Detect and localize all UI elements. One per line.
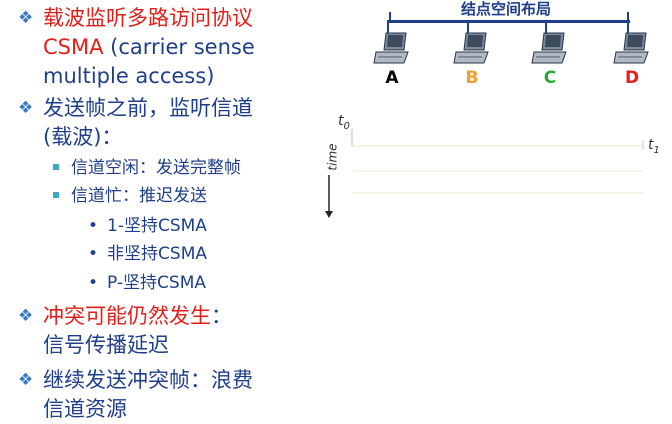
bullet-collision-line2: 信号传播延迟 xyxy=(43,333,169,357)
bullet-waste-line1: 继续发送冲突帧：浪费 xyxy=(43,368,253,392)
time-arrow-head xyxy=(325,211,333,218)
subsub-non-persistent: • 非坚持CSMA xyxy=(88,243,207,265)
node-c: C xyxy=(530,30,570,88)
timeline-graphics xyxy=(325,129,644,218)
dot-bullet-icon: • xyxy=(88,273,99,293)
computer-icon xyxy=(613,32,649,64)
bullet-collision-highlight: 冲突可能仍然发生 xyxy=(43,304,211,328)
bullet-listen: ❖ 发送帧之前，监听信道 (载波)： xyxy=(18,94,253,152)
t0-label: t0 xyxy=(338,113,350,132)
sub-bullet-busy-text: 信道忙：推迟发送 xyxy=(71,186,207,206)
bullet-collision-colon: ： xyxy=(211,304,232,328)
node-c-label: C xyxy=(543,68,557,88)
t1-label: t1 xyxy=(648,137,660,156)
node-d: D xyxy=(612,30,652,88)
square-bullet-icon xyxy=(53,192,59,198)
bus-line xyxy=(387,20,630,23)
bullet-csma-line2: CSMA (carrier sense xyxy=(18,33,255,62)
bullet-csma-line1: 载波监听多路访问协议 xyxy=(43,6,253,30)
subsub-non-persistent-text: 非坚持CSMA xyxy=(107,244,207,264)
node-a-label: A xyxy=(385,68,399,88)
bullet-collision-line1: 冲突可能仍然发生： xyxy=(18,302,232,331)
bullet-waste-line2: 信道资源 xyxy=(43,397,127,421)
subsub-p-persistent: • P-坚持CSMA xyxy=(88,272,206,294)
diagram-title: 结点空间布局 xyxy=(460,0,551,18)
diamond-bullet-icon: ❖ xyxy=(18,8,34,28)
t0-subscript: 0 xyxy=(343,120,350,132)
sub-bullet-busy: 信道忙：推迟发送 xyxy=(53,185,207,207)
subsub-1-persistent-text: 1-坚持CSMA xyxy=(107,216,207,236)
computer-icon xyxy=(531,32,567,64)
csma-expansion-part1: (carrier sense xyxy=(103,35,255,59)
spacetime-diagram: 结点空间布局 A B C xyxy=(325,0,672,416)
bullet-listen-line1: 发送帧之前，监听信道 xyxy=(43,96,253,120)
t1-subscript: 1 xyxy=(653,144,660,156)
bullet-collision: ❖ 冲突可能仍然发生： 信号传播延迟 xyxy=(18,302,232,360)
computer-icon xyxy=(453,32,489,64)
diamond-bullet-icon: ❖ xyxy=(18,306,34,326)
subsub-1-persistent: • 1-坚持CSMA xyxy=(88,215,207,237)
sub-bullet-idle: 信道空闲：发送完整帧 xyxy=(53,157,241,179)
diamond-bullet-icon: ❖ xyxy=(18,98,34,118)
diamond-bullet-icon: ❖ xyxy=(18,370,34,390)
t0-text: t xyxy=(338,113,344,129)
dot-bullet-icon: • xyxy=(88,244,99,264)
square-bullet-icon xyxy=(53,164,59,170)
bullet-csma: ❖ 载波监听多路访问协议 CSMA (carrier sense multipl… xyxy=(18,4,255,91)
dot-bullet-icon: • xyxy=(88,216,99,236)
t1-text: t xyxy=(648,137,654,153)
csma-acronym: CSMA xyxy=(43,35,104,59)
bus-topology xyxy=(387,12,630,34)
bullet-waste: ❖ 继续发送冲突帧：浪费 信道资源 xyxy=(18,366,253,424)
computer-icon xyxy=(373,32,409,64)
sub-bullet-idle-text: 信道空闲：发送完整帧 xyxy=(71,158,241,178)
subsub-p-persistent-text: P-坚持CSMA xyxy=(107,273,207,293)
node-a: A xyxy=(372,30,412,88)
node-b: B xyxy=(452,30,492,88)
node-b-label: B xyxy=(465,68,479,88)
bullet-listen-line2: (载波)： xyxy=(43,125,123,149)
node-d-label: D xyxy=(624,68,640,88)
bullet-csma-line3: multiple access) xyxy=(43,64,215,88)
